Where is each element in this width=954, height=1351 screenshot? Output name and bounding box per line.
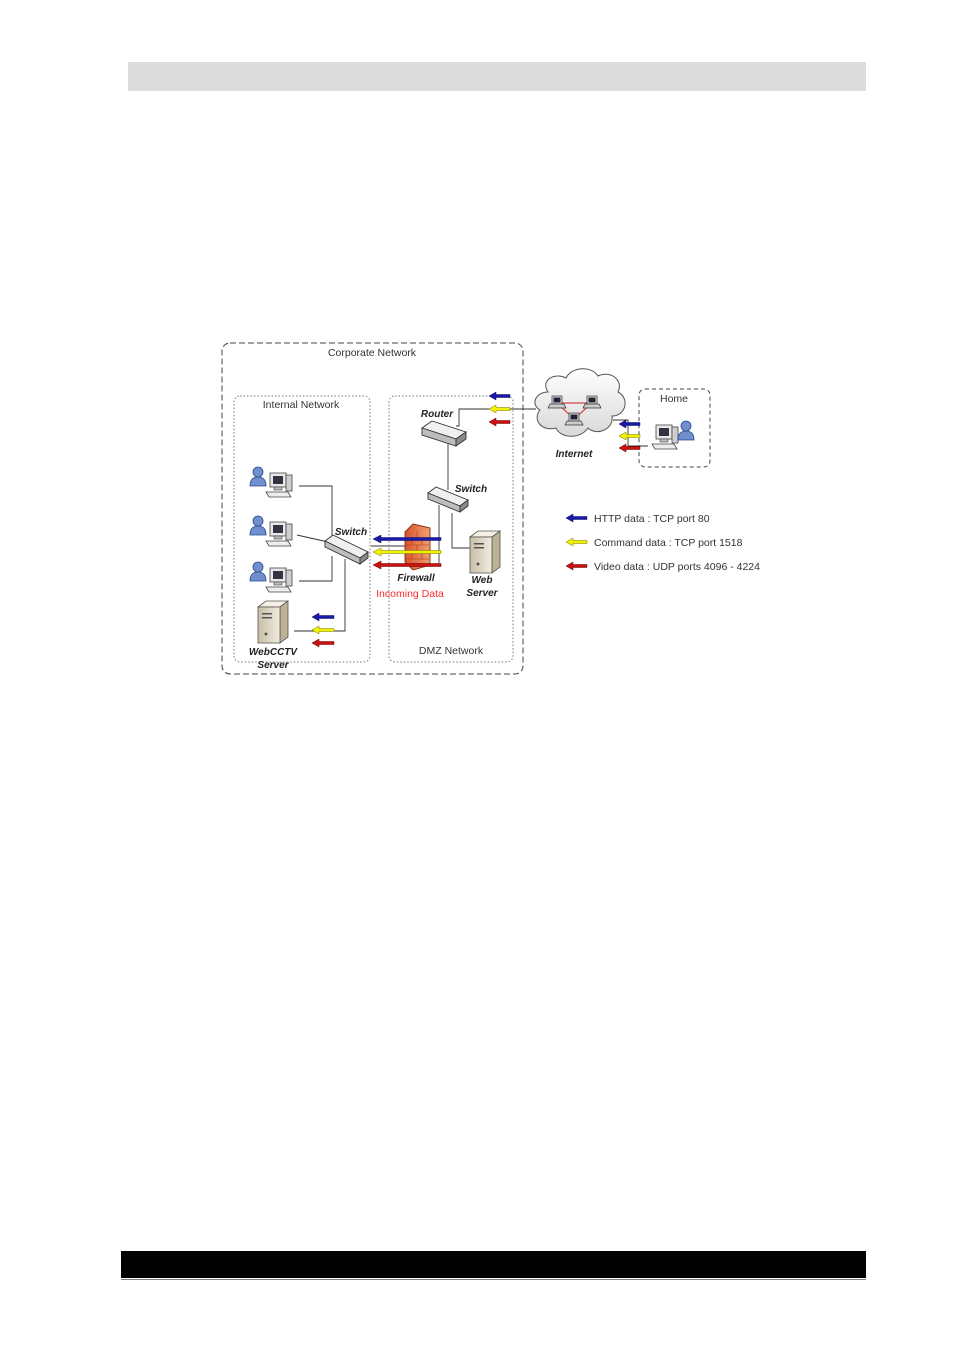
web-server-icon <box>469 530 501 574</box>
webcctv-arrows <box>311 612 335 648</box>
dmz-switch-icon <box>427 486 469 513</box>
internet-cloud <box>534 368 626 437</box>
home-label: Home <box>660 393 688 405</box>
dmz-switch-label: Switch <box>455 484 487 495</box>
dmz-network-label: DMZ Network <box>419 645 484 657</box>
page-header-bar <box>128 62 866 91</box>
legend-item-video: Video data : UDP ports 4096 - 4224 <box>565 561 760 573</box>
data-flow-arrows <box>311 391 641 648</box>
internal-switch-label: Switch <box>335 527 367 538</box>
computer-icon <box>265 521 293 547</box>
firewall-label: Firewall <box>397 573 434 584</box>
home-zone <box>638 388 711 468</box>
webcctv-server-label-line2: Server <box>257 660 289 671</box>
web-server-label-line1: Web <box>472 575 493 586</box>
legend-item-command: Command data : TCP port 1518 <box>565 537 743 549</box>
home-computer-icon <box>651 424 679 450</box>
legend-label-command: Command data : TCP port 1518 <box>594 537 743 549</box>
legend-label-http: HTTP data : TCP port 80 <box>594 513 710 525</box>
internal-network-label: Internal Network <box>263 399 340 411</box>
legend-arrow-yellow <box>565 537 588 547</box>
firewall-arrows <box>372 534 442 570</box>
computer-icon <box>265 472 293 498</box>
page-footer-bar <box>121 1251 866 1278</box>
web-server-label-line2: Server <box>466 588 498 599</box>
webcctv-server-label-line1: WebCCTV <box>249 647 298 658</box>
firewall-icon <box>404 523 431 571</box>
legend-item-http: HTTP data : TCP port 80 <box>565 513 710 525</box>
router-arrows <box>488 391 511 427</box>
home-user-icon <box>677 420 695 441</box>
legend-label-video: Video data : UDP ports 4096 - 4224 <box>594 561 760 573</box>
user-icon <box>249 515 267 536</box>
legend-arrow-red <box>565 561 588 571</box>
internet-label: Internet <box>556 449 593 460</box>
webcctv-server-icon <box>257 600 289 644</box>
connection-lines <box>294 408 648 632</box>
router-icon <box>421 420 467 447</box>
corporate-network-zone <box>221 342 524 675</box>
legend: HTTP data : TCP port 80 Command data : T… <box>565 513 760 573</box>
computer-icon <box>265 567 293 593</box>
legend-arrow-blue <box>565 513 588 523</box>
incoming-data-label: Incoming Data <box>376 588 444 600</box>
user-icon <box>249 561 267 582</box>
page-footer-line <box>121 1279 866 1280</box>
corporate-network-label: Corporate Network <box>328 347 417 359</box>
user-icon <box>249 466 267 487</box>
internal-network-zone <box>233 395 371 663</box>
router-label: Router <box>421 409 454 420</box>
dmz-network-zone <box>388 395 514 663</box>
home-arrows <box>618 419 641 453</box>
internal-switch-icon <box>324 534 369 565</box>
